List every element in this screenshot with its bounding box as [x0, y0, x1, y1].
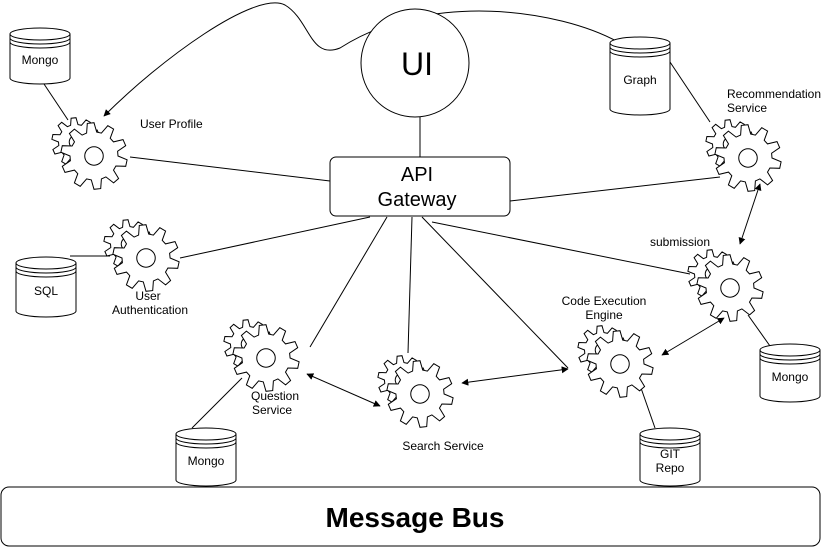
user-profile-gear-icon-gear-front	[60, 122, 128, 190]
user-auth-gear-icon-gear-front	[112, 224, 180, 292]
edge-reco-db	[669, 61, 711, 123]
arrow-search-code	[461, 366, 569, 386]
edge-gateway-search	[407, 216, 413, 354]
mongo-db-submission-icon-label: Mongo	[772, 370, 809, 384]
services	[51, 117, 782, 428]
service-labels: User Profile User Authentication Questio…	[112, 87, 821, 453]
recommendation-label-line1: Recommendation	[727, 87, 821, 101]
arrow-code-submission	[661, 317, 725, 356]
edge-code-db	[640, 387, 656, 429]
mongo-db-user-profile-icon-label: Mongo	[22, 53, 59, 67]
git-repo-db-icon-label: GIT	[660, 447, 681, 461]
ui-label: UI	[401, 46, 433, 82]
code-execution-gear-icon	[577, 325, 654, 398]
ui-node: UI	[360, 8, 470, 118]
message-bus-label: Message Bus	[326, 502, 505, 533]
recommendation-gear-icon-gear-front	[714, 124, 782, 192]
connections	[43, 2, 771, 429]
mongo-db-user-profile-icon: Mongo	[9, 27, 71, 85]
edge-gateway-user-profile	[129, 156, 331, 182]
sql-db-icon: SQL	[15, 256, 77, 318]
recommendation-label-line2: Service	[727, 101, 767, 115]
graph-db-icon-label: Graph	[623, 73, 656, 87]
git-repo-db-icon-label: Repo	[656, 461, 685, 475]
api-gateway: API Gateway	[329, 156, 511, 217]
mongo-db-submission-icon: Mongo	[759, 343, 821, 403]
ui-circle	[360, 8, 470, 118]
edge-question-db	[191, 377, 243, 429]
question-service-gear-icon-gear-front	[232, 324, 300, 392]
code-exec-label-line2: Engine	[585, 308, 623, 322]
message-bus: Message Bus	[0, 486, 821, 547]
message-bus-box	[0, 486, 821, 547]
search-service-gear-icon	[377, 355, 454, 428]
edge-gateway-code-exec	[421, 216, 569, 369]
user-profile-gear-icon	[51, 117, 128, 190]
edge-profile-db	[43, 83, 69, 121]
search-service-gear-icon-gear-front	[386, 360, 454, 428]
question-label-line1: Question	[251, 389, 299, 403]
edge-gateway-recommendation	[509, 176, 721, 202]
user-auth-gear-icon	[103, 219, 180, 292]
edge-gateway-submission	[431, 221, 691, 275]
gateway-label-line2: Gateway	[378, 189, 457, 211]
arrow-question-search	[306, 373, 381, 407]
submission-label: submission	[650, 235, 710, 249]
edge-gateway-question	[309, 216, 388, 348]
graph-db-icon: Graph	[609, 36, 671, 116]
arrow-submission-reco	[738, 183, 762, 245]
search-service-label: Search Service	[402, 439, 484, 453]
mongo-db-question-icon-label: Mongo	[188, 454, 225, 468]
user-auth-label-line2: Authentication	[112, 303, 188, 317]
sql-db-icon-label: SQL	[34, 284, 58, 298]
code-exec-label-line1: Code Execution	[562, 294, 647, 308]
user-auth-label-line1: User	[135, 289, 160, 303]
submission-gear-icon	[687, 249, 764, 322]
arrow-graph-to-user-profile	[103, 2, 619, 117]
question-label-line2: Service	[252, 403, 292, 417]
mongo-db-question-icon: Mongo	[175, 427, 237, 487]
user-profile-label: User Profile	[140, 117, 203, 131]
question-service-gear-icon	[223, 319, 300, 392]
recommendation-gear-icon	[705, 119, 782, 192]
submission-gear-icon-gear-front	[696, 254, 764, 322]
gateway-label-line1: API	[401, 164, 433, 186]
code-execution-gear-icon-gear-front	[586, 330, 654, 398]
gateway-box	[329, 156, 511, 217]
edge-gateway-user-auth	[179, 216, 371, 259]
edge-submission-db	[747, 314, 771, 347]
